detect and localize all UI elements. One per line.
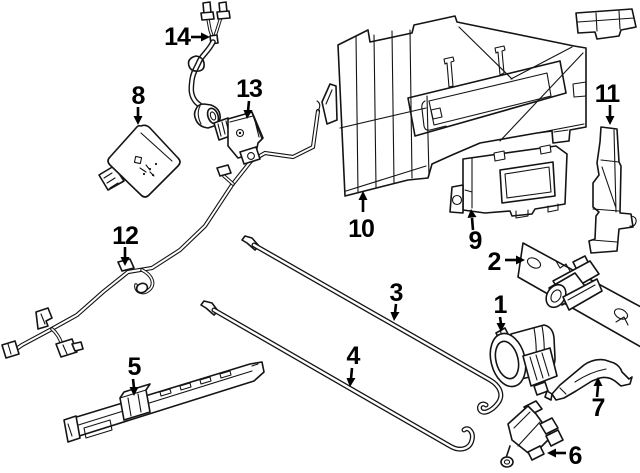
assembly-center-frame <box>407 45 567 137</box>
part-8-control-module <box>98 124 181 198</box>
callout-3: 3 <box>390 279 404 321</box>
callout-7: 7 <box>592 377 606 422</box>
part-11-side-bracket <box>588 126 637 254</box>
callout-6: 6 <box>547 442 583 470</box>
part-5-support-rail <box>63 361 265 443</box>
callout-5: 5 <box>128 353 143 396</box>
callout-11: 11 <box>595 80 621 125</box>
rail-slots <box>83 370 232 439</box>
assembly-ribs <box>339 29 430 193</box>
callout-5-label: 5 <box>128 353 142 381</box>
part-6-impact-sensor <box>500 400 564 468</box>
module-icon-glyph <box>133 155 158 177</box>
plate-sensor-holder <box>545 255 603 311</box>
callout-12-label: 12 <box>112 222 138 250</box>
callout-13: 13 <box>236 75 263 119</box>
part-10-panel-assembly <box>321 8 637 197</box>
callout-14-label: 14 <box>164 23 191 51</box>
callout-10-label: 10 <box>348 215 374 243</box>
callout-2-label: 2 <box>488 248 501 276</box>
callout-11-label: 11 <box>595 80 621 108</box>
part-7-arm-bracket <box>544 358 633 401</box>
part-14-jumper-wire-pigtail <box>187 1 231 129</box>
callout-12: 12 <box>112 222 139 266</box>
callout-10: 10 <box>348 191 375 243</box>
part-1-round-sensor <box>489 324 558 396</box>
callout-4-label: 4 <box>347 342 361 370</box>
callout-1: 1 <box>494 291 509 332</box>
assembly-right-wing <box>458 26 587 142</box>
callout-13-label: 13 <box>236 75 262 103</box>
assembly-top-right-cap <box>575 8 637 40</box>
bracket-11-body <box>588 126 634 254</box>
module-body <box>107 124 181 198</box>
part-12-details <box>1 164 235 359</box>
sensor-1-connector <box>522 347 558 396</box>
part-3-upper-tube <box>241 235 504 415</box>
callout-3-label: 3 <box>390 279 403 307</box>
callout-9: 9 <box>467 209 483 255</box>
callout-1-label: 1 <box>494 291 508 319</box>
callout-8-label: 8 <box>132 82 146 110</box>
callout-8: 8 <box>132 82 147 125</box>
callout-9-label: 9 <box>469 227 482 255</box>
callout-6-label: 6 <box>569 442 582 470</box>
callout-4: 4 <box>346 342 362 387</box>
callout-7-label: 7 <box>592 394 605 422</box>
part-9-electronic-module <box>449 144 568 219</box>
part-12-wiring-harness <box>1 100 321 359</box>
assembly-outline <box>337 15 587 197</box>
rail-body <box>69 361 265 438</box>
arm-body <box>551 358 633 401</box>
part-2-bracket-plate <box>517 242 640 348</box>
part-13-sensor <box>213 111 264 165</box>
module-9-body <box>462 145 568 217</box>
cylinder-connector <box>193 103 221 129</box>
callout-2: 2 <box>488 248 525 276</box>
callout-14: 14 <box>164 23 210 51</box>
part-4-lower-tube <box>200 300 475 452</box>
